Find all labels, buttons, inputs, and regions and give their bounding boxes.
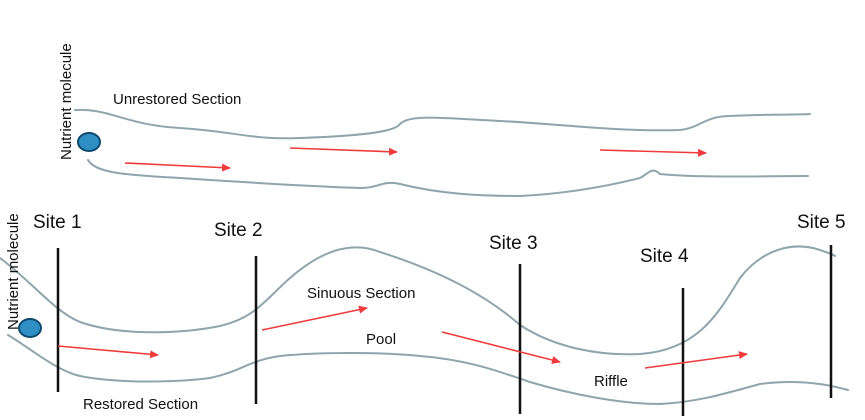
unrestored-section-title: Unrestored Section (113, 91, 241, 108)
restored-nutrient-label: Nutrient molecule (5, 213, 22, 330)
pool-label: Pool (366, 331, 396, 348)
unrestored-flow-arrow-3 (599, 148, 707, 157)
site-3-label: Site 3 (489, 233, 538, 254)
site-2-label: Site 2 (214, 220, 263, 241)
site-5-label: Site 5 (797, 212, 846, 233)
unrestored-nutrient-label: Nutrient molecule (58, 43, 75, 160)
restored-section: Site 1 Site 2 Site 3 Site 4 Site 5 Sinuo… (0, 212, 849, 416)
restored-section-title: Restored Section (83, 396, 198, 413)
unrestored-upper-bank (74, 108, 811, 140)
restored-lower-bank (7, 334, 849, 405)
unrestored-section: Unrestored Section Nutrient molecule (58, 43, 811, 197)
restored-flow-arrow-3 (441, 331, 561, 364)
site-1-label: Site 1 (33, 212, 82, 233)
restored-nutrient-molecule-icon (18, 318, 42, 338)
restored-upper-bank (0, 245, 836, 356)
unrestored-nutrient-molecule-icon (77, 132, 101, 152)
sinuous-section-label: Sinuous Section (307, 285, 415, 302)
unrestored-lower-bank (87, 159, 809, 197)
unrestored-flow-arrow-2 (289, 147, 398, 156)
restored-flow-arrow-2 (261, 305, 368, 331)
restored-flow-arrow-1 (57, 345, 159, 359)
riffle-label: Riffle (594, 373, 628, 390)
site-4-label: Site 4 (640, 246, 689, 267)
unrestored-flow-arrow-1 (124, 162, 231, 172)
restored-flow-arrow-4 (644, 351, 748, 369)
